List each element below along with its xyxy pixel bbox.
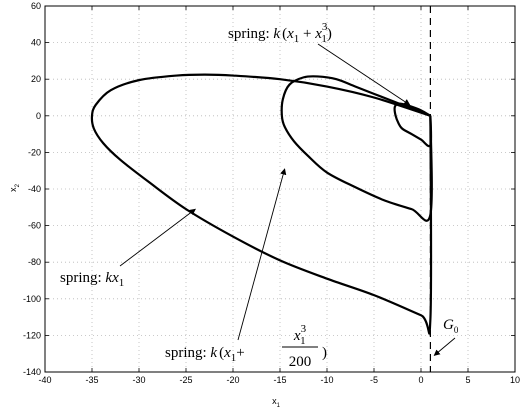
grid-lines: [45, 6, 515, 372]
x-tick-label: 10: [510, 375, 520, 385]
y-tick-label: -100: [23, 294, 41, 304]
x-tick-label: 0: [418, 375, 423, 385]
x-tick-label: -30: [132, 375, 145, 385]
y-tick-label: 40: [31, 38, 41, 48]
y-tick-label: -20: [28, 147, 41, 157]
svg-text:spring: k(x1+: spring: k(x1+: [165, 345, 245, 364]
x-tick-label: -15: [273, 375, 286, 385]
svg-text:x31: x31: [293, 323, 307, 347]
y-tick-label: 20: [31, 74, 41, 84]
x-tick-label: -40: [38, 375, 51, 385]
x-tick-label: -5: [370, 375, 378, 385]
trajectories: [90, 73, 433, 335]
y-ticks: -140 -120 -100 -80 -60 -40 -20 0 20 40 60: [23, 1, 515, 377]
x-tick-label: -25: [179, 375, 192, 385]
x-tick-label: -20: [226, 375, 239, 385]
annotation-linear-spring: spring: kx1: [60, 208, 196, 289]
svg-text:): ): [322, 345, 327, 361]
svg-text:200: 200: [289, 354, 312, 370]
y-tick-label: 60: [31, 1, 41, 11]
trajectory-line: [280, 75, 433, 222]
y-tick-label: 0: [36, 111, 41, 121]
x-ticks: -40 -35 -30 -25 -20 -15 -10 -5 0 5 10: [38, 6, 520, 385]
g0-annotation: G0: [433, 317, 459, 356]
y-tick-label: -60: [28, 221, 41, 231]
y-axis-label: x2: [8, 183, 21, 192]
y-tick-label: -80: [28, 257, 41, 267]
x-axis-label: x1: [272, 396, 281, 409]
svg-text:spring: kx1: spring: kx1: [60, 270, 124, 289]
y-tick-label: -140: [23, 367, 41, 377]
x-tick-label: 5: [465, 375, 470, 385]
x-tick-label: -35: [85, 375, 98, 385]
x-tick-label: -10: [320, 375, 333, 385]
svg-text:G0: G0: [443, 317, 459, 335]
trajectory-line: [393, 102, 433, 148]
y-tick-label: -120: [23, 330, 41, 340]
y-tick-label: -40: [28, 184, 41, 194]
svg-text:spring: k(x1 + x31): spring: k(x1 + x31): [228, 21, 332, 45]
trajectory-line: [90, 73, 433, 335]
